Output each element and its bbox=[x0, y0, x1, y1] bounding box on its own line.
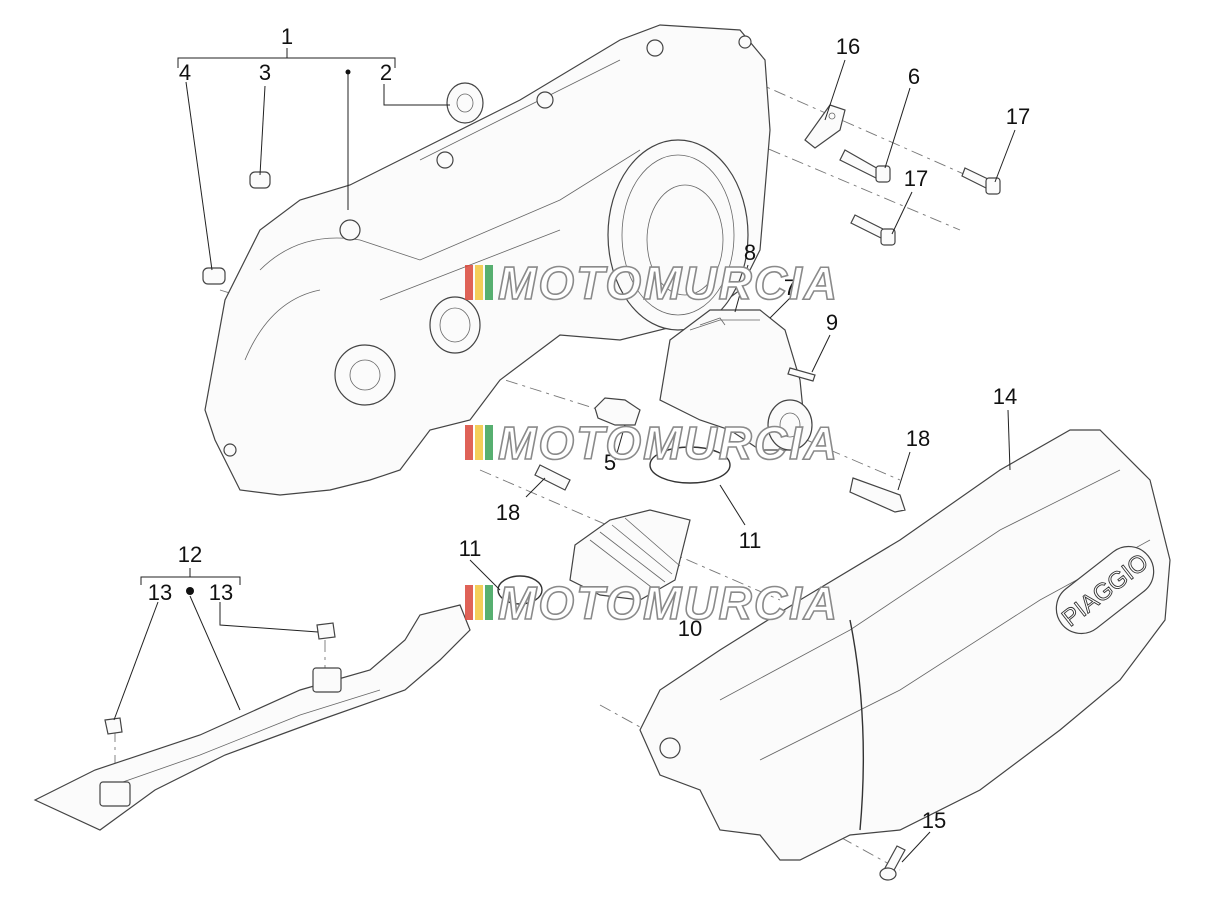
centering-pin bbox=[202, 267, 226, 285]
transmission-outer-cover: PIAGGIO bbox=[639, 429, 1171, 861]
callout-5: 5 bbox=[604, 450, 616, 475]
watermark-middle: MOTOMURCIA bbox=[465, 416, 839, 470]
callout-13-right: 13 bbox=[209, 580, 233, 605]
callout-7: 7 bbox=[784, 275, 796, 300]
callout-1: 1 bbox=[281, 24, 293, 49]
spacer-18-left bbox=[534, 464, 571, 491]
hose-clamp-lower bbox=[497, 575, 543, 605]
callout-8: 8 bbox=[744, 240, 756, 265]
watermark-stripe bbox=[465, 425, 473, 460]
callout-17-lower: 17 bbox=[904, 166, 928, 191]
bolt-17-lower bbox=[850, 214, 896, 246]
callout-6: 6 bbox=[908, 64, 920, 89]
callout-16: 16 bbox=[836, 34, 860, 59]
watermark-stripe bbox=[475, 265, 483, 300]
spacer-18-right bbox=[849, 477, 906, 513]
callout-18-right: 18 bbox=[906, 426, 930, 451]
air-intake-housing bbox=[659, 309, 813, 451]
callout-17-upper: 17 bbox=[1006, 104, 1030, 129]
watermark-stripe bbox=[485, 265, 493, 300]
watermark-stripe bbox=[475, 425, 483, 460]
callout-14: 14 bbox=[993, 384, 1017, 409]
bearing bbox=[446, 82, 484, 124]
bracket-plate bbox=[804, 104, 846, 149]
callout-15: 15 bbox=[922, 808, 946, 833]
watermark-stripe bbox=[465, 265, 473, 300]
intake-bellows bbox=[569, 509, 691, 601]
screw-15 bbox=[879, 845, 906, 881]
screw-6 bbox=[839, 149, 891, 183]
watermark-text: MOTOMURCIA bbox=[498, 257, 839, 309]
callout-18-left: 18 bbox=[496, 500, 520, 525]
callout-11-left: 11 bbox=[459, 536, 482, 561]
retaining-clip-right bbox=[316, 622, 336, 640]
watermark-text: MOTOMURCIA bbox=[498, 577, 839, 629]
callout-2: 2 bbox=[380, 60, 392, 85]
callout-4: 4 bbox=[179, 60, 191, 85]
watermark-stripe bbox=[465, 585, 473, 620]
callout-11-right: 11 bbox=[739, 528, 762, 553]
watermark-top: MOTOMURCIA bbox=[465, 256, 839, 310]
hose-clamp-upper bbox=[649, 446, 731, 484]
crankcase-cover bbox=[204, 24, 771, 496]
retaining-clip-left bbox=[104, 717, 123, 735]
callout-12: 12 bbox=[178, 542, 202, 567]
callout-labels: 1 2 3 4 5 6 7 8 9 10 11 11 12 13 13 14 1… bbox=[148, 24, 1030, 833]
air-duct bbox=[33, 604, 471, 831]
bolt-17-upper bbox=[961, 167, 1001, 195]
callout-3: 3 bbox=[259, 60, 271, 85]
callout-13-left: 13 bbox=[148, 580, 172, 605]
watermark-stripe bbox=[475, 585, 483, 620]
watermark-stripe bbox=[485, 425, 493, 460]
callout-10: 10 bbox=[678, 616, 702, 641]
screw-9 bbox=[787, 367, 816, 382]
callout-9: 9 bbox=[826, 310, 838, 335]
leader-lines bbox=[113, 48, 1016, 863]
filter-element bbox=[594, 397, 641, 426]
watermark-stripe bbox=[485, 585, 493, 620]
watermark-text: MOTOMURCIA bbox=[498, 417, 839, 469]
watermark-bottom: MOTOMURCIA bbox=[465, 576, 839, 630]
